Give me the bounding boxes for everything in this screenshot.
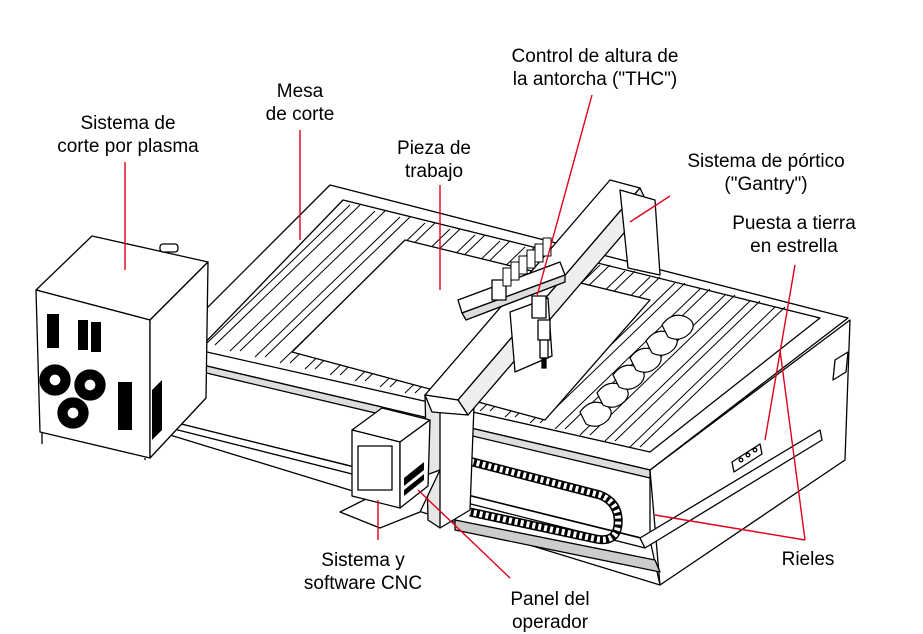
leader-rails-1 [779,349,806,541]
leader-rails-2 [654,514,806,541]
console-side [399,419,431,509]
label-cnc-line2: software CNC [303,573,423,594]
label-workpiece-line1: Pieza de [397,138,471,159]
label-thc: Control de altura de la antorcha ("THC") [490,45,700,91]
ground-bar [731,443,763,473]
cnc-console [339,407,441,529]
label-rails: Rieles [768,548,848,571]
leader-lines [124,94,806,579]
label-thc-line2: la antorcha ("THC") [512,69,678,90]
leader-gantry [629,195,671,223]
cable-chain [463,455,623,545]
label-plasma-line2: corte por plasma [57,136,199,157]
label-table-line2: de corte [265,104,335,125]
cut-parts [579,314,694,427]
leader-panel [417,489,511,579]
label-workpiece-line2: trabajo [404,161,464,182]
label-panel-line1: Panel del [510,589,590,610]
label-plasma-line1: Sistema de [80,113,176,134]
label-cutting-table: Mesa de corte [250,80,350,126]
label-thc-line1: Control de altura de [511,46,679,67]
cabinet-fans [39,364,106,429]
label-gantry-line1: Sistema de pórtico [687,151,845,172]
label-cnc-line1: Sistema y [321,550,405,571]
rail-bracket-right [832,351,849,381]
label-gantry: Sistema de pórtico ("Gantry") [668,150,864,196]
side-rail [639,429,823,549]
label-workpiece: Pieza de trabajo [384,137,484,183]
plasma-cabinet [35,235,209,460]
label-gantry-line2: ("Gantry") [724,174,808,195]
cabinet-side [149,261,209,459]
label-panel-line2: operador [511,612,589,633]
label-table-line1: Mesa [276,81,324,102]
label-ground-line1: Puesta a tierra [732,213,856,234]
gantry-leg-right [619,189,661,276]
label-cnc: Sistema y software CNC [288,549,438,595]
label-operator-panel: Panel del operador [490,588,610,634]
torch-carriage [457,237,566,373]
leader-thc [536,94,593,297]
label-rails-line1: Rieles [781,549,835,570]
label-ground-line2: en estrella [750,236,838,257]
console-screen [357,445,393,491]
label-plasma-system: Sistema de corte por plasma [42,112,214,158]
label-ground: Puesta a tierra en estrella [724,212,864,258]
